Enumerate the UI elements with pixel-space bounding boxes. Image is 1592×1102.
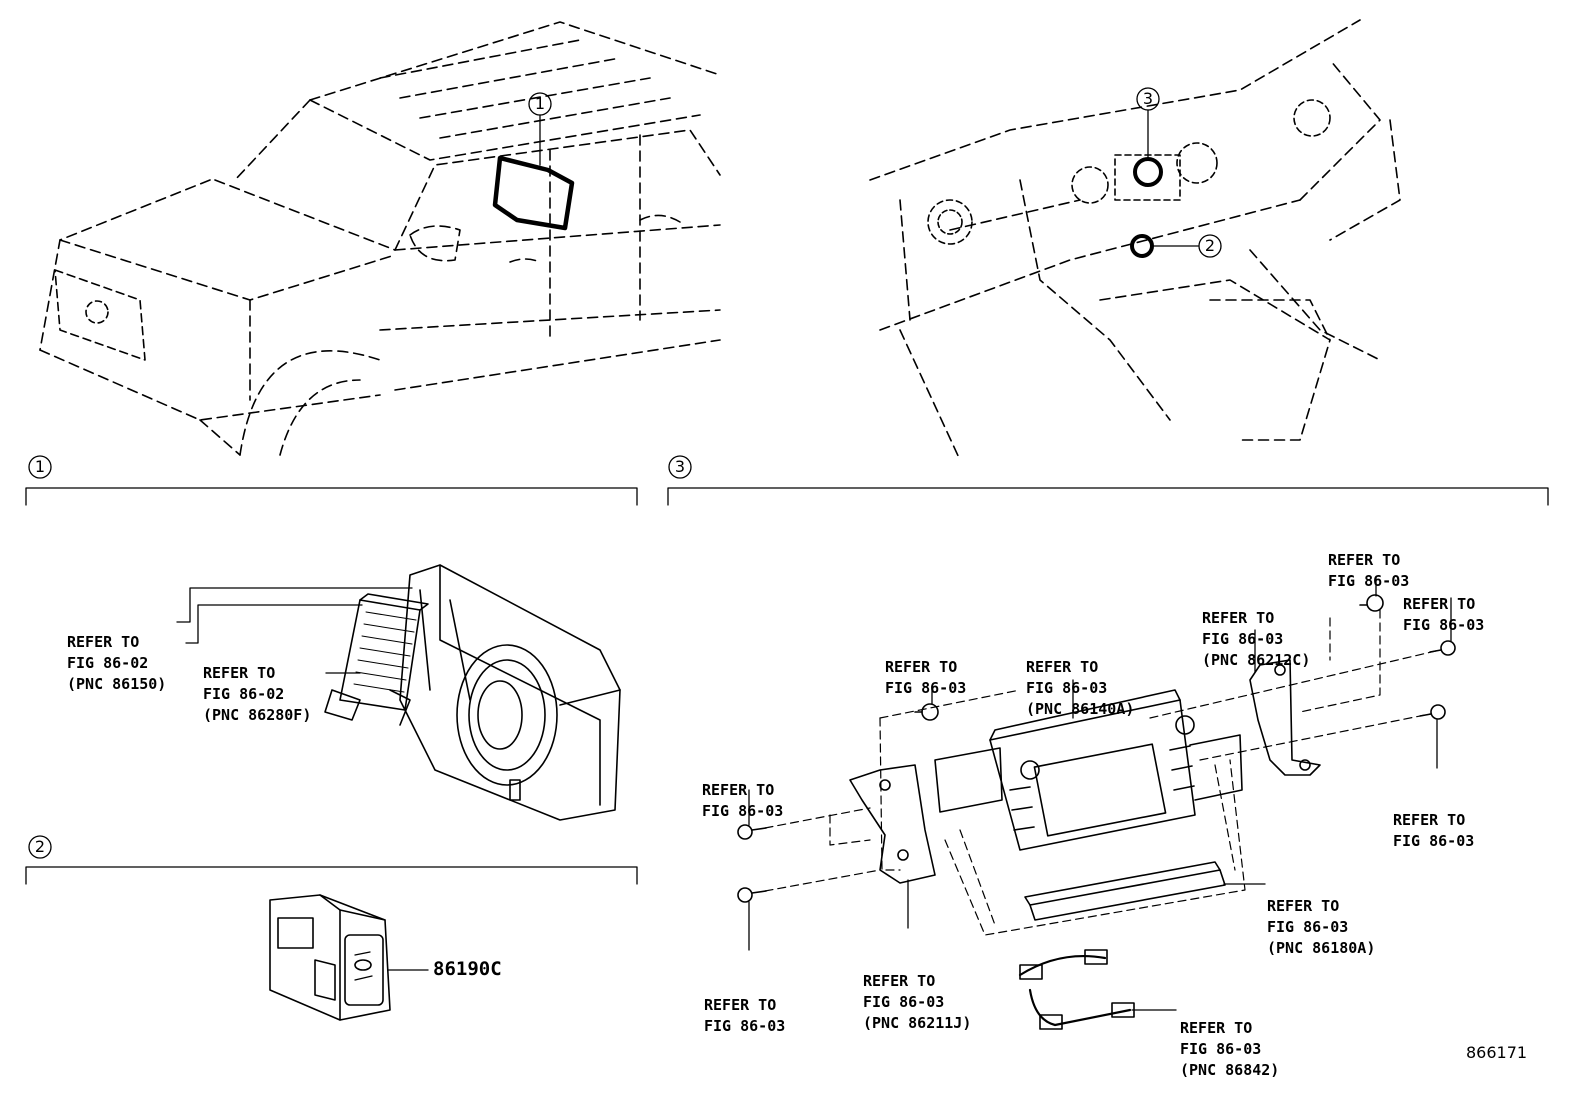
radio-receiver-assembly bbox=[737, 576, 1456, 1030]
callout-3: 3 bbox=[1142, 89, 1154, 108]
dashboard-illustration bbox=[869, 19, 1401, 461]
part-number-86190c: 86190C bbox=[433, 958, 502, 980]
truck-illustration bbox=[39, 21, 721, 456]
speaker-amplifier-assembly bbox=[176, 564, 621, 821]
callout-2: 2 bbox=[1204, 236, 1216, 255]
figure-id: 866171 bbox=[1466, 1043, 1528, 1062]
callout-1: 1 bbox=[534, 94, 546, 113]
usb-switch-assembly bbox=[269, 894, 429, 1021]
section-2-label: 2 bbox=[34, 837, 46, 856]
section-3-label: 3 bbox=[674, 457, 686, 476]
section-1-label: 1 bbox=[34, 457, 46, 476]
